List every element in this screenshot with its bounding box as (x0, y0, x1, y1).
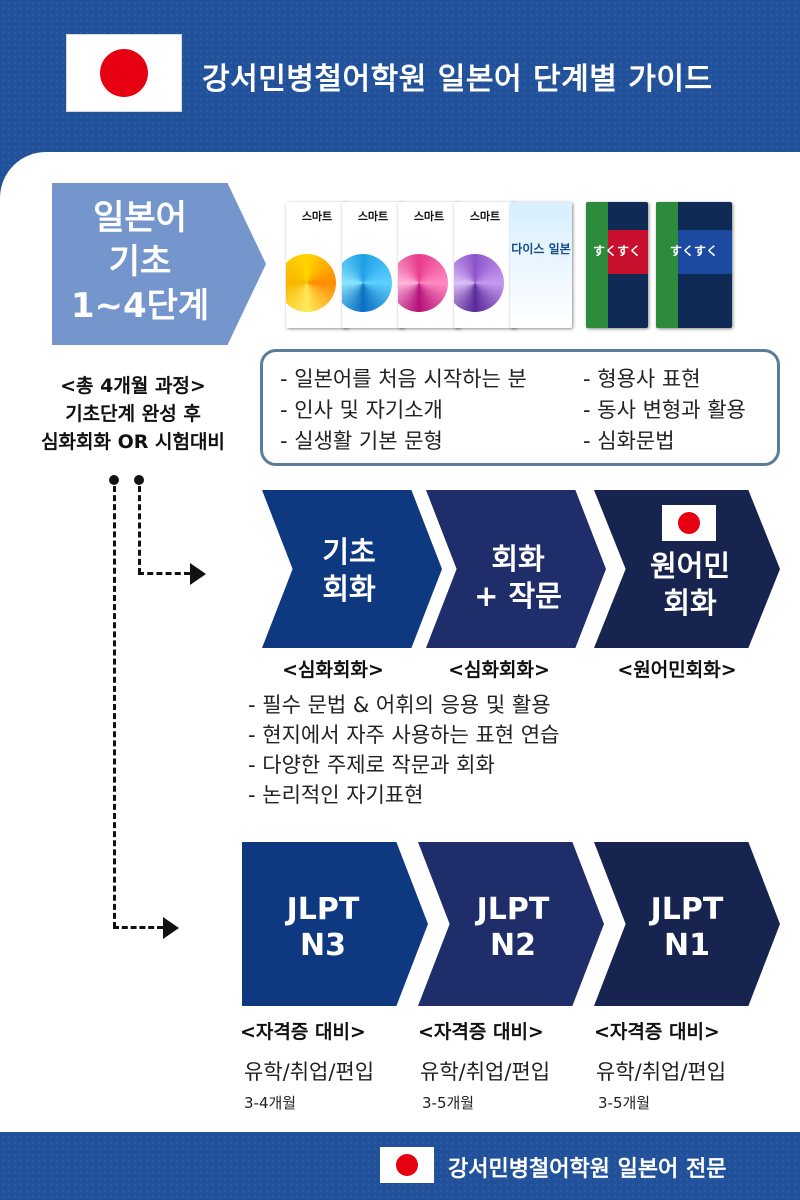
step-tag: <심화회화> (448, 659, 550, 681)
dashed-arrow-icon (113, 926, 163, 929)
basic-topics-box: - 일본어를 처음 시작하는 분 - 인사 및 자기소개 - 실생활 기본 문형… (260, 349, 780, 466)
list-item: - 심화문법 (583, 429, 675, 453)
flag-circle (396, 1154, 418, 1176)
book-title: すくすく (669, 244, 718, 258)
step-tag: <심화회화> (282, 659, 384, 681)
book-title: 스마트 (469, 210, 501, 223)
japan-flag-icon (66, 34, 182, 112)
list-item: - 필수 문법 & 어휘의 응용 및 활용 (248, 693, 551, 717)
step-label-line: + 작문 (474, 579, 562, 613)
list-item: - 논리적인 자기표현 (248, 783, 424, 807)
list-item: - 현지에서 자주 사용하는 표현 연습 (248, 723, 560, 747)
list-item: - 형용사 표현 (583, 367, 701, 391)
connector-dot (134, 475, 144, 485)
flag-circle (678, 512, 700, 534)
jlpt-tag: <자격증 대비> (240, 1021, 366, 1043)
step-label-line: 회화 (322, 572, 376, 606)
list-item: - 실생활 기본 문형 (280, 429, 443, 453)
dashed-arrow-icon (138, 486, 141, 574)
book-art (656, 202, 678, 328)
book-title: 스마트 (357, 210, 389, 223)
jlpt-label: JLPT N1 (612, 892, 762, 964)
book-title: 스마트 (301, 210, 333, 223)
book-cover: 스마트 (286, 202, 348, 328)
step-tag: <원어민회화> (617, 659, 737, 681)
book-swirl-art (398, 254, 448, 312)
book-swirl-art (342, 254, 392, 312)
list-item: - 다양한 주제로 작문과 회화 (248, 753, 495, 777)
step-label: 기초 회화 (294, 534, 404, 608)
japan-flag-icon (662, 505, 716, 541)
book-art (608, 230, 648, 274)
book-cover: すくすく (586, 202, 648, 328)
book-art (678, 230, 732, 274)
book-cover: 스마트 (398, 202, 460, 328)
list-item: - 인사 및 자기소개 (280, 398, 443, 422)
jlpt-label-line: JLPT (476, 892, 550, 927)
course-info-line: <총 4개월 과정> (60, 375, 206, 397)
jlpt-label-line: N1 (664, 928, 710, 963)
basic-title-line: 일본어 (93, 198, 187, 238)
book-cover: 다이스 일본 (510, 202, 572, 328)
jlpt-label: JLPT N2 (438, 892, 588, 964)
dashed-arrow-icon (113, 486, 116, 928)
jlpt-label-line: JLPT (286, 892, 360, 927)
connector-dot (109, 475, 119, 485)
step-label-line: 기초 (322, 535, 376, 569)
jlpt-tag: <자격증 대비> (418, 1021, 544, 1043)
list-item: - 일본어를 처음 시작하는 분 (280, 367, 527, 391)
arrowhead-icon (190, 563, 206, 585)
jlpt-n3-step (242, 842, 428, 1006)
jlpt-tag: <자격증 대비> (594, 1021, 720, 1043)
jlpt-label-line: N3 (300, 928, 346, 963)
list-item: - 동사 변형과 활용 (583, 398, 746, 422)
jlpt-duration: 3-5개월 (422, 1094, 475, 1112)
step-label: 회화 + 작문 (456, 541, 580, 615)
book-swirl-art (454, 254, 504, 312)
arrowhead-icon (163, 917, 179, 939)
book-title: すくすく (592, 244, 641, 258)
conversation-details: - 필수 문법 & 어휘의 응용 및 활용 - 현지에서 자주 사용하는 표현 … (248, 690, 559, 810)
book-swirl-art (286, 254, 336, 312)
jlpt-purpose: 유학/취업/편입 (420, 1060, 551, 1084)
jlpt-duration: 3-4개월 (244, 1094, 297, 1112)
jlpt-label: JLPT N3 (248, 892, 398, 964)
textbook-covers: 스마트 스마트 스마트 스마트 다이스 일본 すくすく すくすく (286, 198, 748, 332)
course-info-line: 심화회화 OR 시험대비 (41, 431, 225, 453)
book-cover: 스마트 (342, 202, 404, 328)
dashed-arrow-icon (138, 572, 190, 575)
basic-title-line: 기초 (108, 242, 172, 282)
jlpt-purpose: 유학/취업/편입 (596, 1060, 727, 1084)
flag-circle (100, 49, 148, 97)
basic-course-title: 일본어 기초 1~4단계 (52, 196, 228, 328)
book-title: 다이스 일본 (511, 242, 571, 256)
page-title: 강서민병철어학원 일본어 단계별 가이드 (202, 62, 713, 97)
basic-title-line: 1~4단계 (70, 286, 210, 326)
basic-course-arrow (52, 183, 266, 345)
jlpt-label-line: N2 (490, 928, 536, 963)
course-info: <총 4개월 과정> 기초단계 완성 후 심화회화 OR 시험대비 (10, 372, 256, 456)
step-label-line: 회화 (491, 542, 545, 576)
jlpt-purpose: 유학/취업/편입 (244, 1060, 375, 1084)
book-cover: すくすく (656, 202, 732, 328)
book-cover: 스마트 (454, 202, 516, 328)
topics-right-list: - 형용사 표현 - 동사 변형과 활용 - 심화문법 (583, 364, 746, 457)
jlpt-duration: 3-5개월 (598, 1094, 651, 1112)
step-label-line: 원어민 (649, 549, 731, 583)
step-label: 원어민 회화 (630, 548, 750, 622)
book-title: 스마트 (413, 210, 445, 223)
topics-left-list: - 일본어를 처음 시작하는 분 - 인사 및 자기소개 - 실생활 기본 문형 (280, 364, 527, 457)
jlpt-label-line: JLPT (650, 892, 724, 927)
japan-flag-icon (380, 1147, 434, 1183)
step-label-line: 회화 (663, 586, 717, 620)
footer-text: 강서민병철어학원 일본어 전문 (448, 1157, 727, 1182)
course-info-line: 기초단계 완성 후 (65, 403, 201, 425)
book-art (586, 202, 608, 328)
